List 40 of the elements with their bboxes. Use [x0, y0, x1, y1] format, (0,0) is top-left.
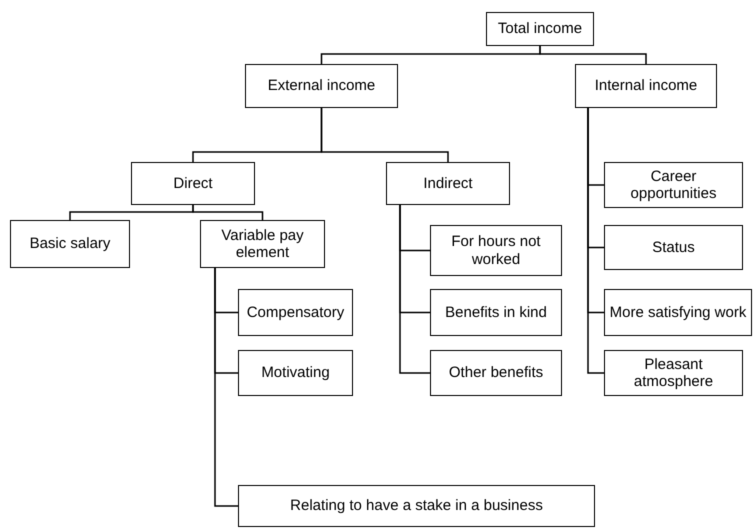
- category-box: [200, 220, 325, 268]
- connector-line: [587, 108, 604, 374]
- box-label: Benefits in kind: [445, 304, 547, 322]
- box-label: Basic salary: [30, 235, 110, 253]
- category-box: [238, 289, 353, 336]
- box-label: More satisfying work: [610, 304, 746, 322]
- category-box: [604, 225, 743, 270]
- box-label: Career opportunities: [630, 168, 718, 202]
- box-label: Relating to have a stake in a business: [290, 497, 543, 515]
- connector-line: [539, 46, 647, 64]
- category-box: [486, 12, 594, 46]
- category-box: [10, 220, 130, 268]
- category-box: [238, 350, 353, 396]
- category-box: [430, 289, 562, 336]
- category-box: [604, 289, 752, 336]
- category-box: [430, 225, 562, 276]
- connector-line: [214, 268, 238, 507]
- box-label: Motivating: [261, 364, 330, 382]
- connector-line: [399, 205, 430, 374]
- category-box: [131, 162, 255, 205]
- category-box: [238, 485, 595, 527]
- box-label: Direct: [173, 174, 213, 192]
- box-label: Internal income: [594, 77, 698, 95]
- box-label: Status: [652, 238, 695, 256]
- category-box: [245, 64, 398, 108]
- category-box: [604, 350, 743, 396]
- category-box: [604, 162, 743, 208]
- box-label: Indirect: [423, 174, 473, 192]
- connector-line: [192, 205, 264, 220]
- box-label: Compensatory: [246, 304, 344, 322]
- box-label: Variable pay element: [220, 226, 305, 262]
- category-box: [575, 64, 717, 108]
- connector-line: [320, 108, 449, 162]
- box-label: Total income: [498, 20, 582, 38]
- box-label: For hours not worked: [450, 233, 542, 268]
- box-label: Pleasant atmosphere: [632, 356, 714, 390]
- box-label: External income: [268, 77, 376, 95]
- category-box: [430, 350, 562, 396]
- box-label: Other benefits: [448, 364, 544, 382]
- category-box: [386, 162, 510, 205]
